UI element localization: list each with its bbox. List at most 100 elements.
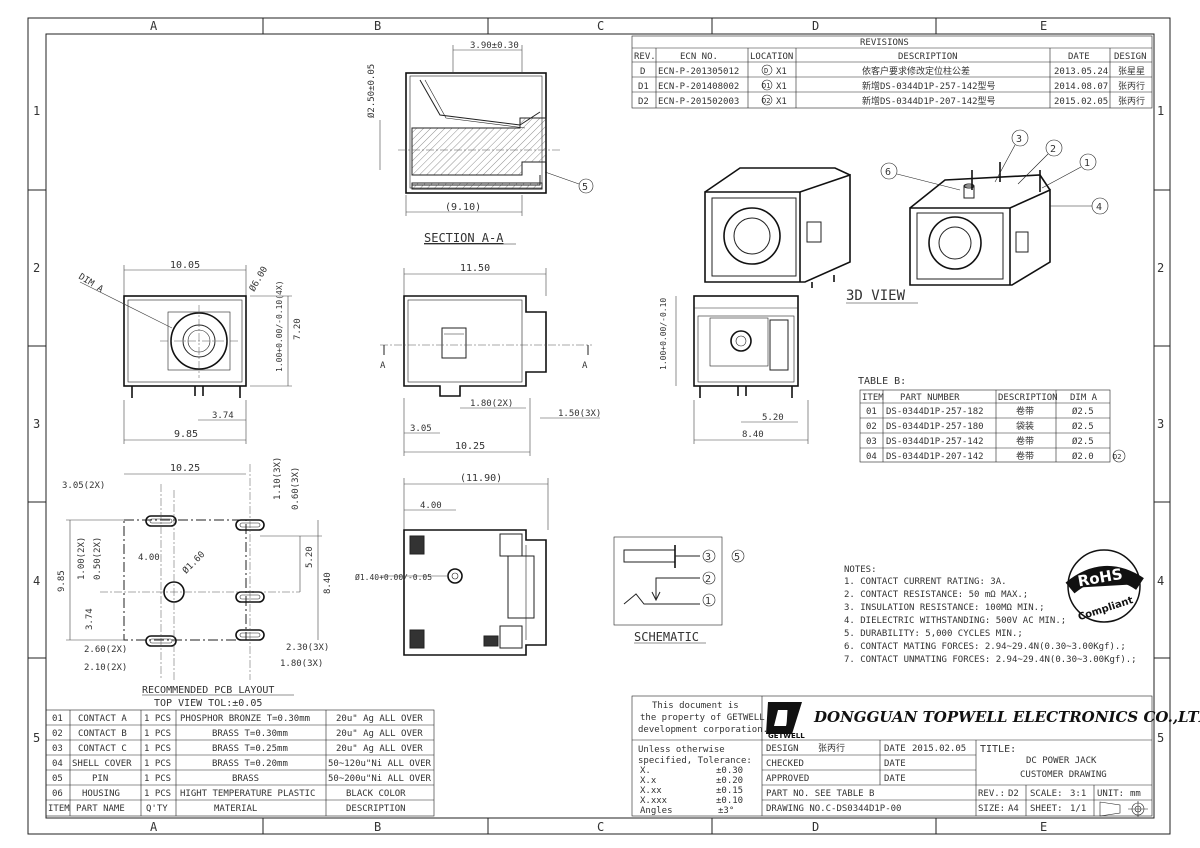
bom-row-qty: 1 PCS (144, 789, 171, 799)
property-line: development corporation. (638, 725, 768, 735)
front-dim-offset: 3.74 (212, 411, 234, 421)
bottom-dim-a: 4.00 (420, 501, 442, 511)
zone-bottom-e: E (1040, 820, 1047, 834)
front-view: 10.05 DIM A Ø6.00 7.20 1.00+0.00/-0.10(4… (76, 260, 303, 444)
pcb-dim-d15: 1.80(3X) (280, 659, 323, 669)
rev-row-rev: D1 (638, 82, 649, 92)
rev-header-location: LOCATION (750, 52, 793, 62)
zone-top-c: C (597, 19, 604, 33)
tolerance-val: ±3° (718, 806, 734, 816)
table-b-row-dim: Ø2.5 (1072, 421, 1094, 432)
rev-header-date: DATE (1068, 52, 1090, 62)
table-b-title: TABLE B: (858, 376, 906, 387)
table-b-h-desc: DESCRIPTION (998, 393, 1058, 403)
rev-row-ecn: ECN-P-201305012 (658, 67, 739, 77)
bom-row-item: 04 (52, 759, 63, 769)
company-name: DONGGUAN TOPWELL ELECTRONICS CO.,LTD (813, 708, 1200, 726)
rear-dim-h: 1.00+0.00/-0.10 (659, 298, 668, 370)
callout-6: 6 (885, 167, 891, 178)
bom-row-mat: BRASS T=0.20mm (212, 759, 288, 769)
rev-row-loc: X1 (776, 82, 787, 92)
bom-row-item: 05 (52, 774, 63, 784)
side-dim-e2: 10.25 (455, 441, 485, 452)
note-item: 7. CONTACT UNMATING FORCES: 2.94~29.4N(0… (844, 655, 1137, 665)
zone-right-1: 1 (1157, 104, 1164, 118)
bom-row-item: 01 (52, 714, 63, 724)
pcb-dim-d3: 0.60(3X) (291, 467, 301, 510)
zone-right-5: 5 (1157, 731, 1164, 745)
title-label: TITLE: (980, 744, 1016, 755)
size-label: SIZE: (978, 804, 1005, 814)
zone-top-a: A (150, 19, 158, 33)
design-name: 张丙行 (818, 742, 845, 754)
pcb-dim-d9: 5.20 (305, 546, 315, 568)
note-item: 5. DURABILITY: 5,000 CYCLES MIN.; (844, 629, 1023, 639)
zone-bottom-d: D (812, 820, 819, 834)
rohs-logo: RoHS Compliant (1065, 549, 1144, 623)
callout-2: 2 (1050, 144, 1056, 155)
bom-row-qty: 1 PCS (144, 744, 171, 754)
bom-row-item: 06 (52, 789, 63, 799)
bom-header-mat: MATERIAL (214, 804, 257, 814)
section-dim-top: 3.90±0.30 (470, 41, 519, 51)
tolerance-val: ±0.30 (716, 766, 743, 776)
pcb-dim-d11: 3.74 (85, 608, 95, 630)
zone-top-d: D (812, 19, 819, 33)
tolerance-key: Angles (640, 806, 673, 816)
front-dim-a: DIM A (76, 272, 105, 295)
rev-row-ecn: ECN-P-201502003 (658, 97, 739, 107)
unit-value: mm (1130, 789, 1141, 799)
checked-date-label: DATE (884, 759, 906, 769)
tolerance-line: Unless otherwise (638, 745, 725, 755)
bom-row-item: 02 (52, 729, 63, 739)
zone-left-1: 1 (33, 104, 40, 118)
inner-frame (45, 33, 1155, 819)
zone-bottom-c: C (597, 820, 604, 834)
part-no: PART NO. SEE TABLE B (766, 789, 874, 799)
tolerance-key: X. (640, 766, 651, 776)
bom-row-desc: 20u" Ag ALL OVER (336, 714, 423, 724)
rev-header-ecn: ECN NO. (680, 52, 718, 62)
tolerance-val: ±0.10 (716, 796, 743, 806)
pcb-dim-d14: 2.30(3X) (286, 643, 329, 653)
bom-row-desc: 50~120u"Ni ALL OVER (328, 759, 432, 769)
side-view: 11.50 A A 1.80(2X) 1.50(3X) 3.05 10.25 (380, 263, 601, 456)
tolerance-key: X.x (640, 776, 657, 786)
drawing-no: DRAWING NO.C-DS0344D1P-00 (766, 804, 901, 814)
property-line: the property of GETWELL (640, 713, 765, 723)
table-b-row-desc: 卷带 (1016, 450, 1034, 462)
checked-label: CHECKED (766, 759, 804, 769)
section-view: 3.90±0.30 Ø2.50±0.05 (9.10) SECTION A-A … (366, 41, 594, 245)
outer-frame (27, 17, 1171, 835)
bom-row-mat: BRASS T=0.25mm (212, 744, 288, 754)
rev-row-design: 张星星 (1118, 66, 1145, 77)
pcb-dim-d7: Ø1.60 (180, 549, 207, 576)
rev-header-rev: REV. (634, 52, 656, 62)
pcb-label: RECOMMENDED PCB LAYOUT (142, 685, 274, 696)
zone-bottom-a: A (150, 820, 158, 834)
note-item: 4. DIELECTRIC WITHSTANDING: 500V AC MIN.… (844, 616, 1066, 626)
tolerance-val: ±0.20 (716, 776, 743, 786)
approved-label: APPROVED (766, 774, 809, 784)
bom-row-mat: HIGHT TEMPERATURE PLASTIC (180, 789, 315, 799)
rev-row-date: 2014.08.07 (1054, 82, 1108, 92)
bom-row-desc: BLACK COLOR (346, 789, 406, 799)
company-logo: GETWELL (766, 702, 805, 740)
bom-row-item: 03 (52, 744, 63, 754)
schematic-callout: 5 (734, 552, 740, 563)
bom-row-name: SHELL COVER (72, 759, 132, 769)
pcb-dim-w: 10.25 (170, 463, 200, 474)
front-dim-dia: Ø6.00 (247, 265, 270, 294)
schematic: 3 2 1 5 SCHEMATIC (613, 536, 745, 644)
bom-row-name: PIN (92, 774, 108, 784)
bom-row-desc: 20u" Ag ALL OVER (336, 744, 423, 754)
table-b-row-pn: DS-0344D1P-257-180 (886, 422, 984, 432)
table-b-h-item: ITEM (862, 393, 884, 403)
rev-row-loc-mark: D1 (762, 82, 770, 90)
bom-row-qty: 1 PCS (144, 774, 171, 784)
section-label: SECTION A-A (424, 231, 504, 245)
pcb-dim-d10: 8.40 (323, 572, 333, 594)
section-callout: 5 (582, 182, 588, 193)
table-b-row-dim: Ø2.0 (1072, 451, 1094, 462)
